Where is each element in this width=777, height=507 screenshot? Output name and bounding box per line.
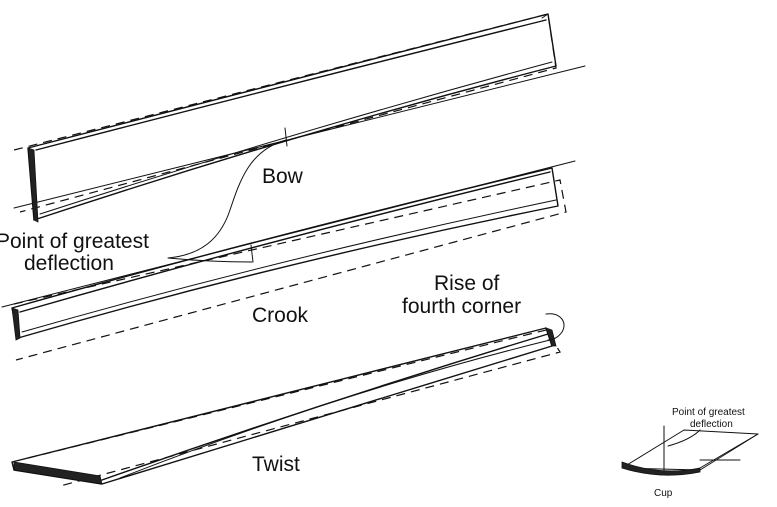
cup-deflection-label-line2: deflection (690, 419, 733, 430)
cup-inset (621, 425, 759, 476)
rise-leader (545, 313, 565, 341)
bow-board (13, 13, 586, 223)
deflection-leader (167, 139, 287, 263)
rise-label-line2: fourth corner (402, 295, 521, 318)
crook-label: Crook (252, 304, 309, 327)
crook-board (1, 160, 576, 361)
rise-label-line1: Rise of (434, 272, 500, 295)
twist-label: Twist (252, 453, 300, 476)
deflection-label-line1: Point of greatest (0, 230, 149, 253)
cup-label: Cup (654, 488, 673, 499)
cup-deflection-label-line1: Point of greatest (672, 407, 745, 418)
twist-board (11, 327, 561, 487)
deflection-label-line2: deflection (24, 252, 114, 275)
bow-label: Bow (262, 165, 304, 188)
